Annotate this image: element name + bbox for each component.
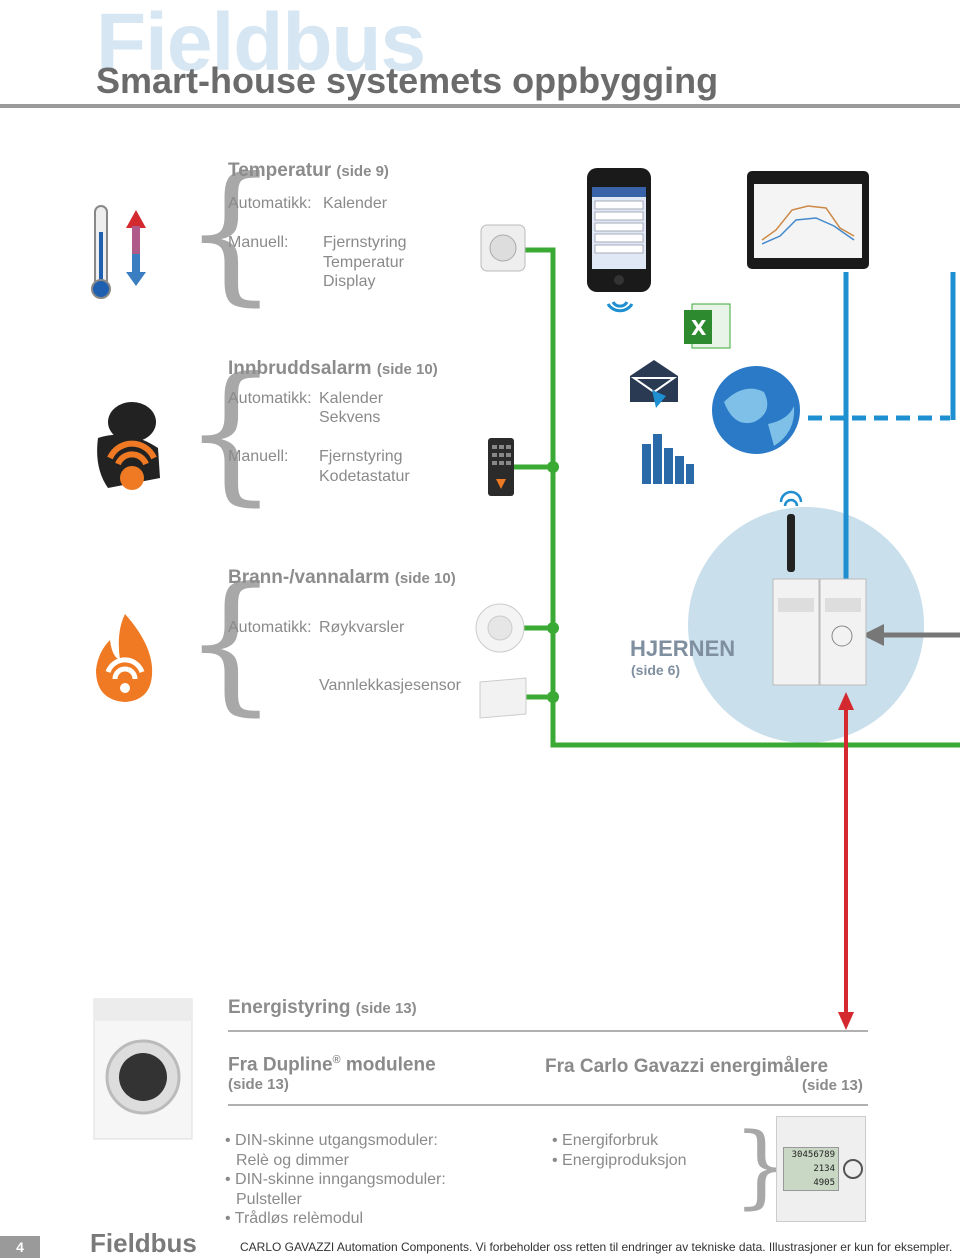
innbrudd-manual-label: Manuell: xyxy=(228,448,289,465)
brann-auto-item: Røykvarsler xyxy=(319,619,405,636)
title-divider xyxy=(0,104,960,108)
controller-module-icon xyxy=(772,578,867,686)
keypad-device-icon xyxy=(488,438,514,496)
carlo-page: (side 13) xyxy=(802,1077,863,1094)
dupline-page: (side 13) xyxy=(228,1076,289,1093)
thermostat-device-icon xyxy=(480,224,526,272)
temperatur-manual-label: Manuell: xyxy=(228,234,289,251)
temperatur-auto-item: Kalender xyxy=(323,195,388,212)
smoke-detector-icon xyxy=(475,603,525,653)
innbrudd-auto-item: Sekvens xyxy=(319,409,381,426)
bar-chart-icon xyxy=(642,434,694,484)
innbrudd-title: Innbruddsalarm (side 10) xyxy=(228,358,438,379)
innbrudd-auto-label: Automatikk: xyxy=(228,390,312,407)
innbrudd-manual-item: Fjernstyring xyxy=(319,448,403,465)
dupline-title: Fra Dupline® modulene xyxy=(228,1054,436,1076)
wifi-signal-icon xyxy=(606,301,634,313)
temperatur-auto-label: Automatikk: xyxy=(228,195,312,212)
energi-divider xyxy=(228,1030,868,1032)
meter-display: 30456789 2134 4905 xyxy=(783,1147,839,1191)
tablet-icon xyxy=(747,171,869,269)
brann-title: Brann-/vannalarm (side 10) xyxy=(228,567,456,588)
globe-icon xyxy=(712,366,800,454)
water-sensor-icon xyxy=(479,677,527,719)
background-title: Fieldbus xyxy=(96,0,426,88)
antenna-icon xyxy=(779,490,803,572)
footer-disclaimer: CARLO GAVAZZI Automation Components. Vi … xyxy=(240,1240,953,1254)
dupline-bullet: • Trådløs relèmodul xyxy=(225,1210,364,1227)
energi-title: Energistyring (side 13) xyxy=(228,997,417,1018)
email-icon xyxy=(630,360,678,408)
excel-icon: X xyxy=(684,303,731,349)
temperatur-manual-item: Fjernstyring xyxy=(323,234,407,251)
footer-brand: Fieldbus xyxy=(90,1228,197,1258)
page-number: 4 xyxy=(0,1236,40,1258)
washing-machine-icon xyxy=(93,998,193,1140)
temperatur-manual-item: Display xyxy=(323,273,376,290)
svg-text:X: X xyxy=(691,316,707,340)
dupline-bullet: Relè og dimmer xyxy=(236,1152,349,1169)
fire-icon xyxy=(96,614,153,702)
page-title: Smart-house systemets oppbygging xyxy=(96,60,719,101)
innbrudd-manual-item: Kodetastatur xyxy=(319,468,410,485)
hjernen-title: HJERNEN xyxy=(630,636,736,661)
carlo-title: Fra Carlo Gavazzi energimålere xyxy=(545,1056,829,1077)
red-energy-line xyxy=(838,692,854,1030)
brann-auto-label: Automatikk: xyxy=(228,619,312,636)
temperatur-manual-item: Temperatur xyxy=(323,254,404,271)
dupline-bullet: Pulsteller xyxy=(236,1191,302,1208)
temperatur-brace: { xyxy=(183,146,279,320)
brann-auto-item: Vannlekkasjesensor xyxy=(319,677,462,694)
burglar-icon xyxy=(97,402,160,490)
innbrudd-auto-item: Kalender xyxy=(319,390,384,407)
gray-input-arrow xyxy=(862,624,960,646)
blue-network-line xyxy=(808,272,956,580)
thermometer-icon xyxy=(91,205,146,299)
energy-meter-icon: 30456789 2134 4905 xyxy=(776,1116,866,1222)
hjernen-page: (side 6) xyxy=(631,662,681,678)
dupline-bullet: • DIN-skinne inngangsmoduler: xyxy=(225,1171,446,1188)
brann-brace: { xyxy=(183,556,279,730)
energi-subdivider xyxy=(228,1104,868,1106)
smartphone-icon xyxy=(587,168,651,292)
innbrudd-brace: { xyxy=(183,346,279,520)
carlo-bullet: • Energiproduksjon xyxy=(552,1152,687,1169)
meter-knob xyxy=(843,1159,863,1179)
temperatur-title: Temperatur (side 9) xyxy=(228,160,389,181)
dupline-bullet: • DIN-skinne utgangsmoduler: xyxy=(225,1132,438,1149)
carlo-bullet: • Energiforbruk xyxy=(552,1132,659,1149)
